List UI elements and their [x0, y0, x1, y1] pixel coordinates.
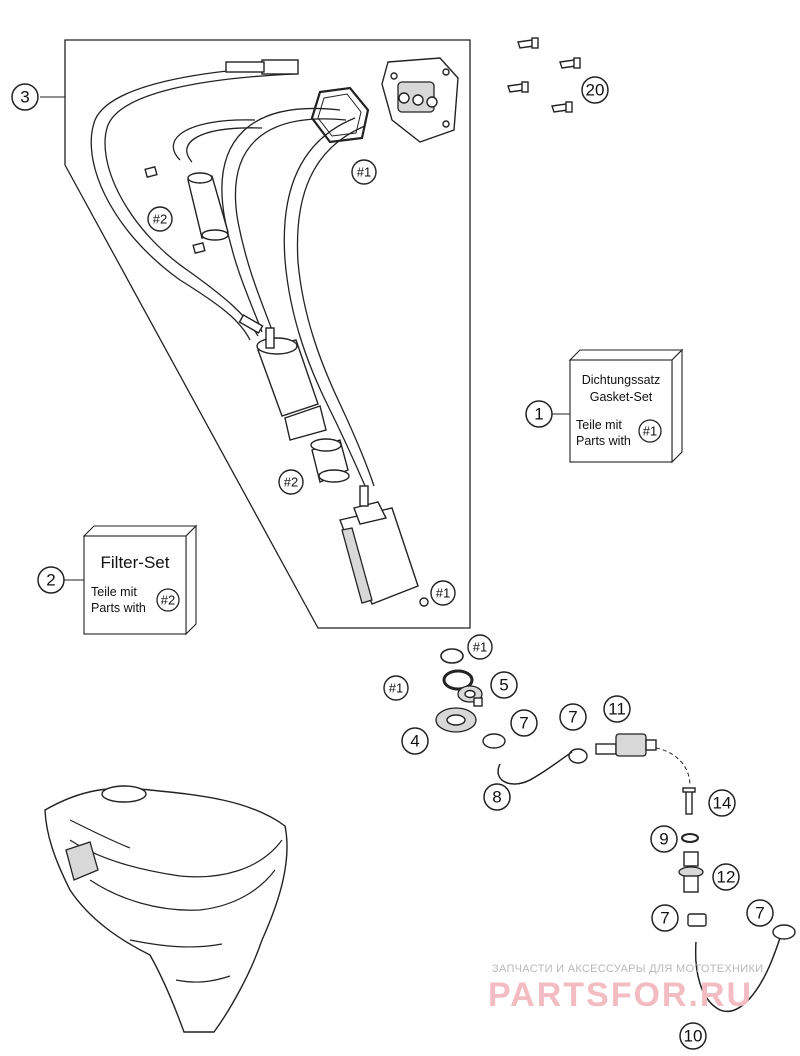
quick-connector-11	[595, 733, 657, 757]
elbow-hose-8	[497, 751, 573, 785]
watermark-tagline: ЗАПЧАСТИ И АКСЕССУАРЫ ДЛЯ МОТОТЕХНИКИ	[492, 963, 763, 975]
callout-7-d-label: 7	[755, 904, 764, 923]
leader-lines	[40, 96, 570, 581]
hose-10	[694, 937, 781, 1013]
fuel-tank	[44, 785, 288, 1033]
gasket-set-title-en: Gasket-Set	[590, 390, 653, 404]
callout-9-label: 9	[659, 830, 668, 849]
callout-1-label: 1	[534, 405, 543, 424]
callout-h1-oring-left: #1	[383, 675, 409, 701]
callout-12: 12	[712, 863, 740, 891]
fitting-12	[678, 851, 704, 893]
callout-14: 14	[708, 789, 736, 817]
callout-1: 1	[525, 400, 553, 428]
pump-body	[238, 314, 327, 441]
callout-7-a-label: 7	[519, 714, 528, 733]
gasket-set-line2: Parts with	[576, 434, 631, 448]
fuel-filter	[144, 165, 229, 255]
callout-3-label: 3	[20, 88, 29, 107]
pump-assembly-frame	[64, 39, 471, 629]
gasket-set-box: Dichtungssatz Gasket-Set Teile mit Parts…	[568, 348, 684, 464]
callout-4: 4	[401, 727, 429, 755]
dashed-guide	[655, 747, 691, 787]
callout-h1-oring-top: #1	[467, 634, 493, 660]
callout-11-label: 11	[608, 700, 626, 719]
filter-set-title: Filter-Set	[101, 553, 170, 572]
callout-h2-sleeve-label: #2	[284, 475, 298, 490]
flange-screws	[507, 37, 581, 113]
callout-20: 20	[581, 76, 609, 104]
callout-7-c-label: 7	[660, 909, 669, 928]
filter-set-ref: #2	[161, 593, 175, 608]
callout-7-b: 7	[559, 703, 587, 731]
callout-7-a: 7	[510, 709, 538, 737]
callout-h2-filter-label: #2	[153, 212, 167, 227]
callout-11: 11	[603, 695, 631, 723]
hose-clamps	[482, 733, 796, 940]
gasket-set-title-de: Dichtungssatz	[582, 373, 661, 387]
callout-7-d: 7	[746, 899, 774, 927]
callout-h2-filter: #2	[147, 206, 173, 232]
flange-ring-4	[435, 707, 477, 733]
gasket-set-line1: Teile mit	[576, 418, 622, 432]
connector-plug	[261, 59, 299, 75]
callout-h1-housing-label: #1	[436, 586, 450, 601]
callout-7-b-label: 7	[568, 708, 577, 727]
callout-2: 2	[37, 566, 65, 594]
callout-h2-sleeve: #2	[278, 469, 304, 495]
filter-set-line2: Parts with	[91, 601, 146, 615]
callout-5-label: 5	[499, 676, 508, 695]
callout-14-label: 14	[713, 794, 732, 813]
o-ring-9	[681, 833, 699, 843]
callout-9: 9	[650, 825, 678, 853]
callout-7-c: 7	[651, 904, 679, 932]
callout-20-label: 20	[586, 81, 605, 100]
callout-h1-flange-label: #1	[357, 165, 371, 180]
watermark-brand: PARTSFOR.RU	[488, 976, 753, 1014]
filter-set-line1: Teile mit	[91, 585, 137, 599]
callout-4-label: 4	[410, 732, 419, 751]
callout-10-label: 10	[684, 1027, 703, 1046]
pump-sleeve	[310, 438, 350, 483]
callout-h1-flange: #1	[351, 159, 377, 185]
callout-8-label: 8	[492, 788, 501, 807]
pump-housing	[339, 485, 429, 607]
fuel-hoses	[172, 107, 375, 489]
pump-flange	[381, 57, 459, 143]
filter-set-box: Filter-Set Teile mit Parts with #2	[82, 524, 198, 636]
callout-10: 10	[679, 1022, 707, 1050]
callout-h1-housing: #1	[430, 580, 456, 606]
callout-h1-oring-left-label: #1	[389, 681, 403, 696]
flange-gasket	[310, 86, 370, 144]
callout-3: 3	[11, 83, 39, 111]
callout-2-label: 2	[46, 571, 55, 590]
callout-5: 5	[490, 671, 518, 699]
gasket-set-ref: #1	[643, 424, 657, 439]
o-rings	[440, 648, 474, 691]
callout-8: 8	[483, 783, 511, 811]
pin-14	[682, 787, 696, 815]
callout-12-label: 12	[717, 868, 736, 887]
callout-h1-oring-top-label: #1	[473, 640, 487, 655]
wiring-harness	[90, 59, 299, 341]
seal-ring-5	[457, 685, 483, 707]
